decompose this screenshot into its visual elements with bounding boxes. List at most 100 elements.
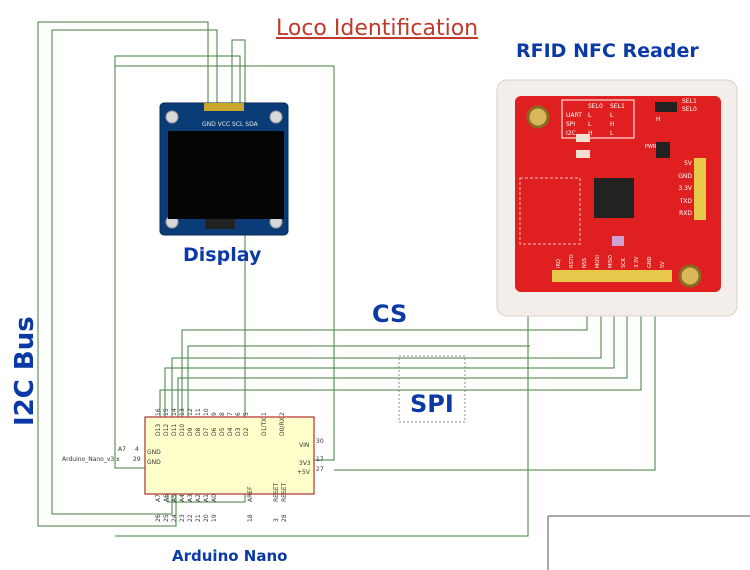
rfid-table-r2c1: H <box>588 130 593 137</box>
nano-top-num-5: 11 <box>195 408 202 416</box>
nano-bottom-num-7: 19 <box>211 514 218 522</box>
rfid-bottom-pin-8: 5V <box>660 261 666 268</box>
page-title[interactable]: Loco Identification <box>276 16 479 41</box>
rfid-switch-labels: SEL1 SEL0 <box>682 98 697 114</box>
nano-right-name-2: +5V <box>297 469 310 476</box>
rfid-switch <box>655 102 677 112</box>
rfid-regulator <box>656 142 670 158</box>
nano-bottom-pins: A7 A6 A5 A4 A3 A2 A1 A0 AREF RESET RESET… <box>155 478 295 524</box>
rfid-table-h0 <box>566 102 584 111</box>
rfid-module <box>496 79 738 317</box>
nano-top-pins: 16 15 14 13 12 11 10 9 8 7 6 5 1 2 D13 D… <box>155 392 295 438</box>
wire-miso <box>164 286 615 417</box>
nano-top-num-4: 12 <box>187 408 194 416</box>
nano-bottom-pin-5: A2 <box>195 494 202 502</box>
wire-vcc <box>51 29 218 515</box>
wire-sck <box>177 286 628 417</box>
rfid-smd-1 <box>576 150 590 158</box>
cs-label: CS <box>372 300 408 328</box>
nano-top-pin-6: D7 <box>203 427 210 436</box>
nano-top-pin-3: D10 <box>179 423 186 436</box>
nano-right-num-1: 17 <box>316 456 324 463</box>
rfid-hole-br <box>678 264 702 288</box>
wire-5v <box>115 65 335 461</box>
rfid-bottom-pin-1: RSTO <box>569 254 575 268</box>
nano-top-pin-4: D9 <box>187 427 194 436</box>
nano-bottom-pin-3: A4 <box>179 494 186 502</box>
nano-top-num-2: 14 <box>171 408 178 416</box>
nano-left-num-0: 4 <box>135 446 139 453</box>
wire-sda <box>114 55 241 469</box>
rfid-side-pin-1: GND <box>678 172 692 180</box>
wire-mosi <box>171 286 602 417</box>
nano-top-pin-1: D12 <box>163 423 170 436</box>
nano-top-pin-10: D3 <box>235 427 242 436</box>
nano-bottom-num-8: 18 <box>247 514 254 522</box>
nano-top-num-1: 15 <box>163 408 170 416</box>
rfid-crystal <box>612 236 624 246</box>
wire-3v3 <box>159 286 642 417</box>
oled-header <box>204 103 244 111</box>
nano-bottom-num-6: 20 <box>203 514 210 522</box>
nano-top-pin-9: D4 <box>227 427 234 436</box>
rfid-table-r2c2: L <box>610 130 614 137</box>
rfid-bottom-pin-7: GND <box>647 256 653 268</box>
display-pin-labels: GND VCC SCL SDA <box>202 121 258 128</box>
nano-left-num-1: 29 <box>133 456 141 463</box>
nano-bottom-pin-6: A1 <box>203 494 210 502</box>
rfid-side-pin-4: RXD <box>679 210 692 217</box>
wire-gnd-spi <box>334 286 656 471</box>
nano-bottom-num-10: 28 <box>281 514 288 522</box>
rfid-bottom-pins: IRQ RSTO NSS MOSI MISO SCK 3.3V GND 5V <box>556 246 674 270</box>
nano-top-pin-8: D5 <box>219 427 226 436</box>
nano-top-pin-0: D13 <box>155 423 162 436</box>
nano-body <box>144 416 315 495</box>
rfid-table-r1c0: SPI <box>566 121 576 128</box>
nano-bottom-pin-1: A6 <box>163 494 170 502</box>
nano-left-name-1: GND <box>147 459 161 466</box>
nano-bottom-num-0: 26 <box>155 514 162 522</box>
oled-screen <box>168 131 284 219</box>
nano-top-num-7: 9 <box>211 412 218 416</box>
rfid-table-r0c0: UART <box>566 112 582 119</box>
rfid-hole-tl <box>526 105 550 129</box>
nano-top-pin-5: D8 <box>195 427 202 436</box>
nano-top-pin-12: D1/TX <box>261 417 268 436</box>
nano-chip <box>144 416 315 495</box>
nano-top-num-0: 16 <box>155 408 162 416</box>
wire-irq <box>187 345 530 417</box>
i2c-label-text: I2C Bus <box>10 316 40 426</box>
rfid-smd-2 <box>576 134 590 142</box>
rfid-bottom-pin-4: MISO <box>608 255 614 268</box>
nano-top-pin-13: D0/RX <box>279 417 286 436</box>
rfid-table-r2c0: I2C <box>566 130 576 137</box>
rfid-switch-h: H <box>656 116 661 123</box>
display-caption: Display <box>183 244 262 266</box>
nano-top-num-9: 7 <box>227 412 234 416</box>
rfid-mode-table: SEL0 SEL1 UART L L SPI L H I2C H L <box>566 102 628 138</box>
rfid-switch-sel0: SEL0 <box>682 106 697 113</box>
nano-top-num-6: 10 <box>203 408 210 416</box>
oled-hole-tl <box>165 110 179 124</box>
nano-bottom-num-9: 3 <box>273 518 280 522</box>
nano-top-pin-11: D2 <box>243 427 250 436</box>
rfid-table-h1: SEL0 <box>588 103 603 110</box>
nano-bottom-pin-0: A7 <box>155 494 162 502</box>
nano-bottom-pin-2: A5 <box>171 494 178 502</box>
rfid-table-h2: SEL1 <box>610 103 625 110</box>
nano-bottom-num-3: 23 <box>179 514 186 522</box>
nano-top-num-10: 6 <box>235 412 242 416</box>
nano-bottom-num-2: 24 <box>171 514 178 522</box>
nano-top-pin-7: D6 <box>211 427 218 436</box>
nano-top-num-12: 1 <box>261 412 268 416</box>
nano-top-num-11: 5 <box>243 412 250 416</box>
rfid-side-pin-0: 5V <box>684 160 692 167</box>
rfid-side-header <box>694 158 706 220</box>
rfid-bottom-pin-0: IRQ <box>556 259 562 268</box>
rfid-bottom-header <box>552 270 672 282</box>
wire-gnd <box>37 21 209 527</box>
nano-bottom-num-1: 25 <box>163 514 170 522</box>
nano-bottom-pin-4: A3 <box>187 494 194 502</box>
nano-right-name-1: 3V3 <box>299 460 311 467</box>
